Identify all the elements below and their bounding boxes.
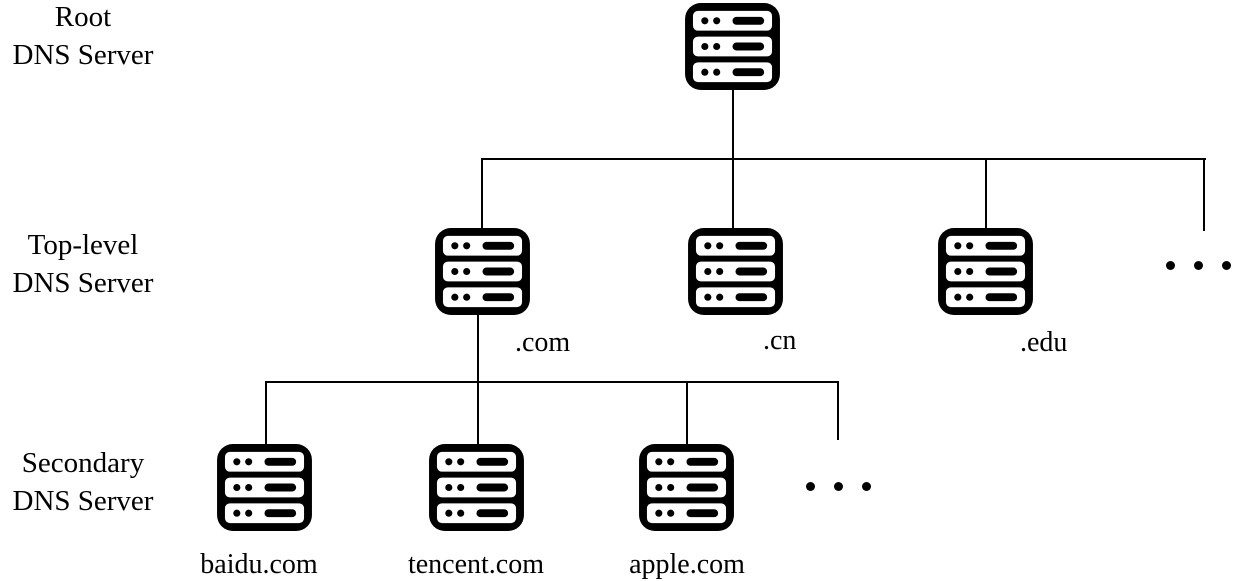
tld-com-server-icon xyxy=(435,228,530,315)
connector-drop-sec-ellipsis xyxy=(837,381,839,440)
tld-edu-caption: .edu xyxy=(1020,327,1068,358)
top-level-label-line2: DNS Server xyxy=(12,267,154,299)
secondary-level-label: Secondary DNS Server xyxy=(0,444,166,520)
sec-apple-server-icon xyxy=(639,444,734,531)
root-level-label-line1: Root xyxy=(54,1,112,33)
sec-tencent-caption: tencent.com xyxy=(407,549,545,580)
connector-drop-edu xyxy=(985,158,987,228)
tld-cn-caption: .cn xyxy=(763,325,797,356)
connector-drop-com xyxy=(481,158,483,228)
tld-edu-server-icon xyxy=(938,228,1033,315)
sec-baidu-server-icon xyxy=(217,444,312,531)
sec-tencent-server-icon xyxy=(429,444,524,531)
connector-bottom-horizontal xyxy=(265,381,839,383)
tld-com-caption: .com xyxy=(515,327,571,358)
secondary-level-label-line1: Secondary xyxy=(21,447,145,479)
root-dns-server-icon xyxy=(685,3,780,90)
root-level-label-line2: DNS Server xyxy=(12,39,154,71)
secondary-level-label-line2: DNS Server xyxy=(12,485,154,517)
tld-cn-server-icon xyxy=(688,228,783,315)
root-level-label: Root DNS Server xyxy=(0,0,166,74)
sec-baidu-caption: baidu.com xyxy=(200,549,318,580)
sec-apple-caption: apple.com xyxy=(629,549,745,580)
connector-drop-apple xyxy=(686,381,688,444)
secondary-ellipsis-icon xyxy=(806,482,871,491)
connector-com-to-tencent xyxy=(477,313,479,444)
connector-top-horizontal xyxy=(481,158,1206,160)
top-level-label: Top-level DNS Server xyxy=(0,226,166,302)
connector-drop-baidu xyxy=(265,381,267,444)
top-level-label-line1: Top-level xyxy=(27,229,139,261)
tld-ellipsis-icon xyxy=(1166,261,1231,270)
connector-drop-tld-ellipsis xyxy=(1203,158,1205,231)
